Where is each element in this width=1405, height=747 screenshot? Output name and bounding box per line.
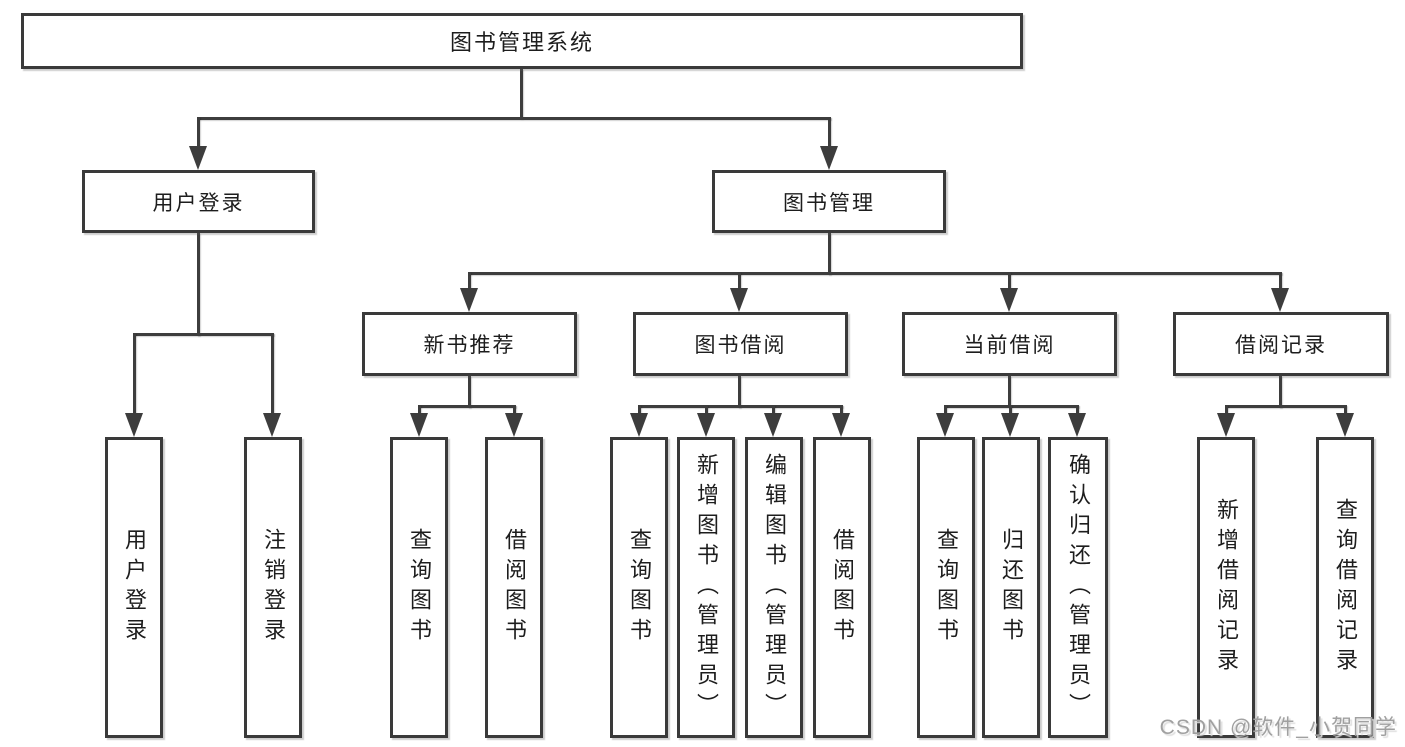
leaf-br-add-record: 新增借阅记录 <box>1197 437 1255 738</box>
leaf-bb-edit-book-admin: 编辑图书（管理员） <box>745 437 803 738</box>
node-borrow-records-label: 借阅记录 <box>1235 334 1327 357</box>
arrowhead-down-icon <box>1001 413 1019 437</box>
connector-new-book-split <box>418 405 516 408</box>
connector-top-split <box>197 117 831 120</box>
arrowhead-down-icon <box>1271 288 1289 312</box>
node-book-borrow: 图书借阅 <box>633 312 848 376</box>
connector-to-book-management <box>828 117 831 150</box>
node-current-borrow: 当前借阅 <box>902 312 1117 376</box>
arrowhead-down-icon <box>505 413 523 437</box>
arrowhead-down-icon <box>697 413 715 437</box>
arrowhead-down-icon <box>263 413 281 437</box>
connector-book-management-split <box>468 272 1282 275</box>
connector-to-leaf <box>133 333 136 415</box>
leaf-bb-add-book-admin-label: 新增图书（管理员） <box>694 452 719 723</box>
leaf-nb-borrow-books: 借阅图书 <box>485 437 543 738</box>
arrowhead-down-icon <box>820 146 838 170</box>
arrowhead-down-icon <box>730 288 748 312</box>
connector-to-leaf <box>840 405 843 417</box>
leaf-cb-query-books-label: 查询图书 <box>934 527 959 648</box>
leaf-bb-add-book-admin: 新增图书（管理员） <box>677 437 735 738</box>
connector-borrow-records-split <box>1225 405 1346 408</box>
leaf-cb-confirm-return-admin-label: 确认归还（管理员） <box>1066 452 1091 723</box>
leaf-logout: 注销登录 <box>244 437 302 738</box>
arrowhead-down-icon <box>189 146 207 170</box>
leaf-nb-query-books-label: 查询图书 <box>407 527 432 648</box>
connector-to-user-login <box>197 117 200 150</box>
arrowhead-down-icon <box>936 413 954 437</box>
leaf-cb-return-books-label: 归还图书 <box>999 527 1024 648</box>
leaf-bb-borrow-books-label: 借阅图书 <box>830 527 855 648</box>
connector-to-leaf <box>1076 405 1079 417</box>
connector-root-stem <box>520 69 523 119</box>
connector-user-login-stem <box>197 233 200 336</box>
arrowhead-down-icon <box>1068 413 1086 437</box>
leaf-bb-query-books-label: 查询图书 <box>627 527 652 648</box>
arrowhead-down-icon <box>1217 413 1235 437</box>
leaf-bb-edit-book-admin-label: 编辑图书（管理员） <box>762 452 787 723</box>
connector-to-leaf <box>271 333 274 415</box>
connector-user-login-split <box>133 333 274 336</box>
node-book-borrow-label: 图书借阅 <box>694 334 787 357</box>
node-book-management: 图书管理 <box>712 170 946 233</box>
node-new-book-recommend-label: 新书推荐 <box>423 334 516 357</box>
connector-to-leaf <box>418 405 421 417</box>
arrowhead-down-icon <box>125 413 143 437</box>
node-user-login: 用户登录 <box>82 170 315 233</box>
leaf-br-query-record: 查询借阅记录 <box>1316 437 1374 738</box>
leaf-logout-label: 注销登录 <box>261 527 286 648</box>
node-root-label: 图书管理系统 <box>449 30 594 55</box>
connector-current-borrow-stem <box>1008 376 1011 408</box>
arrowhead-down-icon <box>832 413 850 437</box>
connector-to-leaf <box>638 405 641 417</box>
connector-new-book-stem <box>468 376 471 408</box>
node-book-management-label: 图书管理 <box>783 191 875 215</box>
arrowhead-down-icon <box>1000 288 1018 312</box>
connector-to-node <box>1008 272 1011 290</box>
leaf-bb-query-books: 查询图书 <box>610 437 668 738</box>
leaf-br-query-record-label: 查询借阅记录 <box>1333 497 1358 678</box>
connector-book-management-stem <box>828 233 831 275</box>
connector-to-node <box>1279 272 1282 290</box>
leaf-nb-query-books: 查询图书 <box>390 437 448 738</box>
leaf-bb-borrow-books: 借阅图书 <box>813 437 871 738</box>
connector-to-leaf <box>944 405 947 417</box>
connector-to-leaf <box>772 405 775 417</box>
connector-to-node <box>738 272 741 290</box>
arrowhead-down-icon <box>630 413 648 437</box>
connector-to-leaf <box>705 405 708 417</box>
node-new-book-recommend: 新书推荐 <box>362 312 577 376</box>
connector-to-leaf <box>1225 405 1228 417</box>
node-current-borrow-label: 当前借阅 <box>963 334 1056 357</box>
leaf-user-login: 用户登录 <box>105 437 163 738</box>
arrowhead-down-icon <box>410 413 428 437</box>
leaf-br-add-record-label: 新增借阅记录 <box>1214 497 1239 678</box>
node-borrow-records: 借阅记录 <box>1173 312 1389 376</box>
leaf-cb-query-books: 查询图书 <box>917 437 975 738</box>
connector-to-node <box>468 272 471 290</box>
watermark: CSDN @软件_小贺同学 <box>1159 716 1397 739</box>
connector-to-leaf <box>1344 405 1347 417</box>
leaf-cb-confirm-return-admin: 确认归还（管理员） <box>1048 437 1108 738</box>
connector-to-leaf <box>1009 405 1012 417</box>
connector-book-borrow-split <box>638 405 843 408</box>
connector-borrow-records-stem <box>1279 376 1282 408</box>
arrowhead-down-icon <box>460 288 478 312</box>
leaf-cb-return-books: 归还图书 <box>982 437 1040 738</box>
leaf-user-login-label: 用户登录 <box>122 527 147 648</box>
node-root: 图书管理系统 <box>21 13 1023 69</box>
node-user-login-label: 用户登录 <box>152 191 245 215</box>
leaf-nb-borrow-books-label: 借阅图书 <box>502 527 527 648</box>
connector-to-leaf <box>513 405 516 417</box>
arrowhead-down-icon <box>764 413 782 437</box>
connector-book-borrow-stem <box>738 376 741 408</box>
arrowhead-down-icon <box>1336 413 1354 437</box>
